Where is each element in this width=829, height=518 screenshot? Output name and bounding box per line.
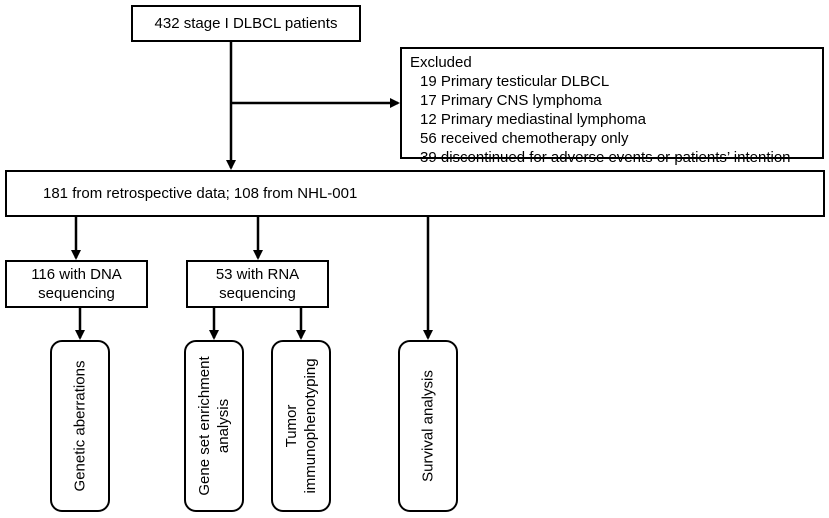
gene-set-enrichment-line-2: analysis bbox=[215, 398, 232, 454]
top-cohort-label: 432 stage I DLBCL patients bbox=[154, 15, 338, 32]
included-cohort-label: 181 from retrospective data; 108 from NH… bbox=[43, 185, 358, 202]
genetic-aberrations-label: Genetic aberrations bbox=[71, 360, 89, 492]
rna-line-1: 53 with RNA bbox=[215, 266, 300, 283]
tumor-immunophenotyping-box: Tumor immunophenotyping bbox=[271, 340, 331, 512]
dna-sequencing-box: 116 with DNA sequencing bbox=[5, 260, 148, 308]
excluded-title: Excluded bbox=[410, 54, 472, 71]
rna-line-2: sequencing bbox=[219, 285, 296, 302]
top-cohort-box: 432 stage I DLBCL patients bbox=[131, 5, 361, 42]
excluded-item: 12 Primary mediastinal lymphoma bbox=[420, 111, 646, 128]
excluded-item: 56 received chemotherapy only bbox=[420, 130, 629, 147]
dna-line-2: sequencing bbox=[38, 285, 115, 302]
gene-set-enrichment-line-1: Gene set enrichment bbox=[196, 356, 213, 496]
excluded-item: 19 Primary testicular DLBCL bbox=[420, 73, 610, 90]
survival-analysis-label: Survival analysis bbox=[419, 370, 437, 482]
gene-set-enrichment-box: Gene set enrichment analysis bbox=[184, 340, 244, 512]
excluded-box: Excluded 19 Primary testicular DLBCL 17 … bbox=[400, 47, 824, 166]
survival-analysis-box: Survival analysis bbox=[398, 340, 458, 512]
excluded-item: 39 discontinued for adverse events or pa… bbox=[420, 149, 791, 166]
dna-line-1: 116 with DNA bbox=[31, 266, 122, 283]
tumor-immunophenotyping-line-2: immunophenotyping bbox=[302, 358, 319, 494]
rna-sequencing-box: 53 with RNA sequencing bbox=[186, 260, 329, 308]
genetic-aberrations-box: Genetic aberrations bbox=[50, 340, 110, 512]
excluded-item: 17 Primary CNS lymphoma bbox=[420, 92, 602, 109]
tumor-immunophenotyping-line-1: Tumor bbox=[283, 404, 300, 448]
included-cohort-box: 181 from retrospective data; 108 from NH… bbox=[5, 170, 825, 217]
